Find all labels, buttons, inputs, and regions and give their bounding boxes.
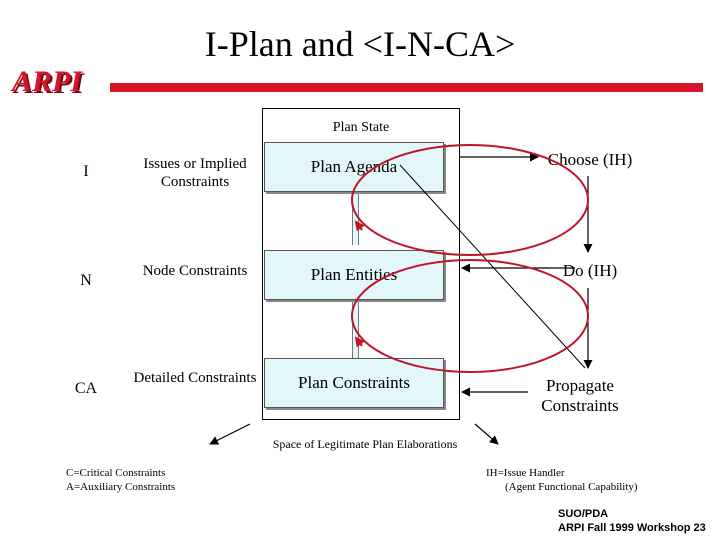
upper-cycle-loop bbox=[351, 144, 589, 256]
row-desc-node: Node Constraints bbox=[142, 263, 248, 279]
propagate-diagonal-line bbox=[399, 164, 586, 369]
choose-label: Choose (IH) bbox=[547, 150, 633, 169]
row-letter-n: N bbox=[80, 272, 92, 289]
plan-entities-label: Plan Entities bbox=[310, 265, 398, 284]
row-letter-i: I bbox=[83, 163, 89, 180]
row-letter-ca: CA bbox=[74, 380, 98, 397]
propagate-label: Propagate Constraints bbox=[541, 376, 619, 415]
lower-cycle-loop bbox=[351, 259, 589, 373]
arpi-logo: ARPI bbox=[12, 65, 83, 98]
space-left-arrow bbox=[209, 423, 251, 445]
title-divider bbox=[110, 83, 703, 92]
do-label: Do (IH) bbox=[562, 261, 618, 280]
note-ih-capability: (Agent Functional Capability) bbox=[505, 481, 638, 493]
plan-constraints-label: Plan Constraints bbox=[298, 373, 410, 392]
note-auxiliary: A=Auxiliary Constraints bbox=[66, 481, 176, 493]
space-right-arrow bbox=[474, 423, 499, 445]
plan-entities-box: Plan Entities bbox=[264, 250, 444, 300]
space-label: Space of Legitimate Plan Elaborations bbox=[272, 437, 458, 451]
note-ih: IH=Issue Handler bbox=[486, 467, 565, 479]
note-critical: C=Critical Constraints bbox=[66, 467, 166, 479]
row-desc-issues: Issues or Implied Constraints bbox=[143, 156, 247, 190]
upper-loop-arrowhead bbox=[354, 220, 365, 232]
page-title: I-Plan and <I-N-CA> bbox=[204, 24, 516, 64]
plan-state-label: Plan State bbox=[332, 120, 390, 135]
row-desc-detailed: Detailed Constraints bbox=[133, 370, 257, 386]
footer-line1: SUO/PDA bbox=[558, 508, 609, 520]
plan-agenda-label: Plan Agenda bbox=[310, 157, 398, 176]
lower-loop-arrowhead bbox=[354, 336, 365, 348]
footer-line2: ARPI Fall 1999 Workshop 23 bbox=[558, 522, 706, 534]
